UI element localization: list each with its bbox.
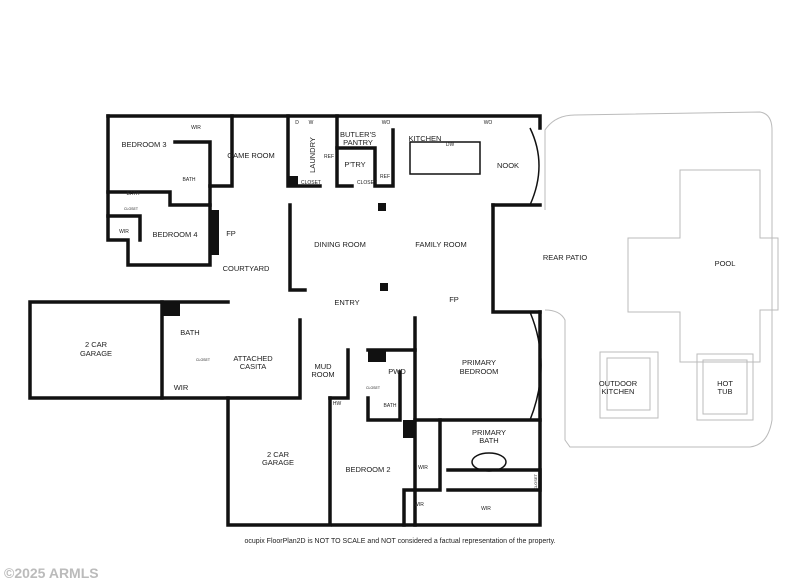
kitchen-island bbox=[409, 141, 481, 175]
label-wall-oven-2: WO bbox=[484, 120, 493, 126]
label-garage2-2: GARAGE bbox=[262, 458, 294, 467]
disclaimer-text: ocupix FloorPlan2D is NOT TO SCALE and N… bbox=[244, 538, 555, 545]
label-nook: NOOK bbox=[497, 161, 519, 170]
label-primary-bath-1: PRIMARY bbox=[472, 428, 506, 437]
label-closet-2: CLOSET bbox=[357, 180, 377, 186]
label-water-heater: HW bbox=[333, 401, 342, 407]
label-closet-primary-bath: CLOSET bbox=[533, 473, 538, 490]
label-wir-casita: WIR bbox=[174, 383, 189, 392]
label-wir-b3: WIR bbox=[191, 125, 201, 131]
label-fp-1: FP bbox=[226, 229, 236, 238]
label-wir-small: WIR bbox=[414, 502, 424, 508]
label-pwd: PWD bbox=[388, 367, 406, 376]
label-bath-b2: BATH bbox=[384, 403, 397, 409]
label-bedroom3: BEDROOM 3 bbox=[121, 140, 166, 149]
watermark: ©2025 ARMLS bbox=[4, 565, 99, 581]
label-bath-b3: BATH bbox=[183, 177, 196, 183]
label-primary-bath-2: BATH bbox=[479, 436, 498, 445]
label-game-room: GAME ROOM bbox=[227, 151, 275, 160]
label-dishwasher: DW bbox=[446, 142, 455, 148]
label-outdoor-kitchen-2: KITCHEN bbox=[602, 387, 635, 396]
label-rear-patio: REAR PATIO bbox=[543, 253, 587, 262]
label-closet-b4: CLOSET bbox=[124, 207, 139, 211]
label-outdoor-kitchen-1: OUTDOOR bbox=[599, 379, 638, 388]
bathtub bbox=[471, 452, 507, 472]
label-entry: ENTRY bbox=[334, 298, 359, 307]
label-garage2-1: 2 CAR bbox=[267, 450, 290, 459]
label-dryer: D bbox=[295, 120, 299, 126]
label-primary-bedroom-2: BEDROOM bbox=[460, 367, 499, 376]
label-garage1-2: GARAGE bbox=[80, 349, 112, 358]
label-bedroom4: BEDROOM 4 bbox=[152, 230, 197, 239]
walls bbox=[28, 114, 542, 527]
label-butlers-pantry-2: PANTRY bbox=[343, 138, 373, 147]
curved-walls bbox=[529, 127, 542, 421]
label-ref-2: REF bbox=[380, 174, 390, 180]
label-butlers-pantry-1: BUTLER'S bbox=[340, 130, 376, 139]
label-bath-casita: BATH bbox=[180, 328, 199, 337]
label-family-room: FAMILY ROOM bbox=[415, 240, 466, 249]
label-fp-2: FP bbox=[449, 295, 459, 304]
label-mud-1: MUD bbox=[314, 362, 332, 371]
label-primary-bedroom-1: PRIMARY bbox=[462, 358, 496, 367]
label-garage1-1: 2 CAR bbox=[85, 340, 108, 349]
label-closet-1: CLOSET bbox=[301, 180, 321, 186]
fixtures bbox=[162, 141, 507, 472]
label-closet-pwd: CLOSET bbox=[366, 386, 381, 390]
label-courtyard: COURTYARD bbox=[223, 264, 270, 273]
label-wir-primary: WIR bbox=[481, 506, 491, 512]
label-casita-2: CASITA bbox=[240, 362, 267, 371]
outdoor-kitchen-outline bbox=[599, 351, 659, 419]
label-bedroom2: BEDROOM 2 bbox=[345, 465, 390, 474]
label-laundry: LAUNDRY bbox=[308, 137, 317, 173]
room-labels: BEDROOM 3 BATH WIR GAME ROOM D W WO WO L… bbox=[80, 120, 735, 512]
label-wir-b4: WIR bbox=[119, 229, 129, 235]
label-pool: POOL bbox=[715, 259, 736, 268]
label-ptry: P'TRY bbox=[344, 160, 365, 169]
label-closet-casita: CLOSET bbox=[196, 358, 211, 362]
hot-tub-outline bbox=[696, 353, 754, 421]
label-casita-1: ATTACHED bbox=[233, 354, 273, 363]
label-dining-room: DINING ROOM bbox=[314, 240, 366, 249]
label-hot-tub-1: HOT bbox=[717, 379, 733, 388]
label-wir-b2: WIR bbox=[418, 465, 428, 471]
patio-outline bbox=[544, 111, 779, 448]
label-hot-tub-2: TUB bbox=[718, 387, 733, 396]
label-ref-1: REF bbox=[324, 154, 334, 160]
label-mud-2: ROOM bbox=[311, 370, 334, 379]
label-kitchen: KITCHEN bbox=[409, 134, 442, 143]
label-washer: W bbox=[309, 120, 314, 126]
label-wall-oven-1: WO bbox=[382, 120, 391, 126]
label-bath-b4: BATH bbox=[127, 191, 140, 197]
pool-outline bbox=[627, 169, 779, 363]
